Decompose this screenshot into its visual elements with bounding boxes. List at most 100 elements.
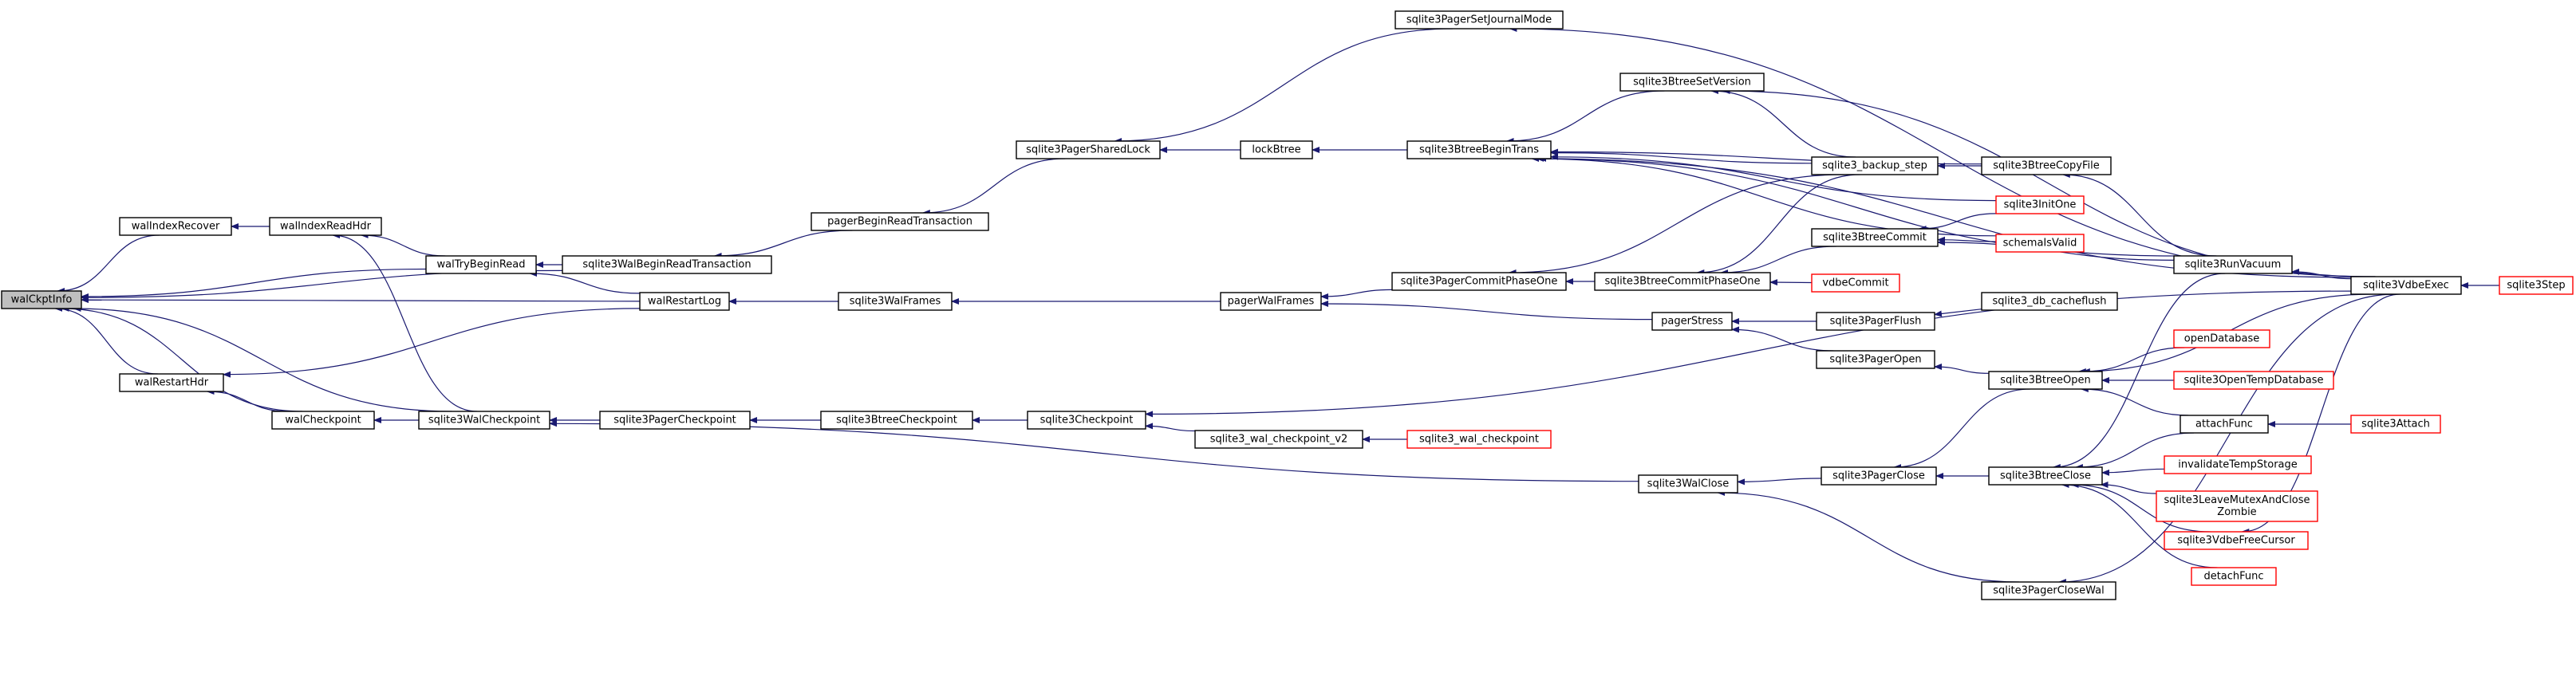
edge-walTryBeginRead-to-walIndexReadHdr (360, 232, 446, 257)
node-label-sqlite3OpenTempDatabase: sqlite3OpenTempDatabase (2183, 375, 2323, 387)
edge-walCheckpoint-to-walCkptInfo (61, 305, 303, 412)
node-sqlite3PagerSharedLock[interactable]: sqlite3PagerSharedLock (1016, 140, 1161, 159)
node-sqlite3PagerOpen[interactable]: sqlite3PagerOpen (1816, 350, 1935, 369)
node-label-sqlite3BtreeOpen: sqlite3BtreeOpen (2000, 375, 2090, 387)
edge-sqlite3RunVacuum-to-sqlite3BtreeCopyFile (2061, 171, 2217, 257)
node-schemaIsValid[interactable]: schemaIsValid (1995, 234, 2085, 253)
node-sqlite3Checkpoint[interactable]: sqlite3Checkpoint (1027, 411, 1146, 430)
node-openDatabase[interactable]: openDatabase (2173, 329, 2270, 348)
node-sqlite3BtreeBeginTrans[interactable]: sqlite3BtreeBeginTrans (1406, 140, 1552, 159)
node-label-sqlite3PagerCheckpoint: sqlite3PagerCheckpoint (613, 415, 736, 427)
node-box-sqlite3Attach (2350, 415, 2441, 434)
node-box-sqlite3RunVacuum (2173, 255, 2293, 274)
edge-sqlite3BtreeCommit-to-sqlite3BtreeCommitPhaseOne (1720, 246, 1836, 276)
node-sqlite3_db_cacheflush[interactable]: sqlite3_db_cacheflush (1981, 292, 2118, 311)
node-label-lockBtree: lockBtree (1252, 144, 1300, 156)
node-label-sqlite3PagerFlush: sqlite3PagerFlush (1830, 316, 1922, 328)
node-label-sqlite3_backup_step: sqlite3_backup_step (1822, 160, 1927, 172)
node-walIndexReadHdr[interactable]: walIndexReadHdr (269, 217, 382, 236)
node-label-sqlite3PagerSharedLock: sqlite3PagerSharedLock (1026, 144, 1150, 156)
node-label-walIndexRecover: walIndexRecover (132, 221, 220, 233)
node-walIndexRecover[interactable]: walIndexRecover (119, 217, 232, 236)
node-lockBtree[interactable]: lockBtree (1240, 140, 1313, 159)
node-label-sqlite3_db_cacheflush: sqlite3_db_cacheflush (1992, 296, 2106, 308)
node-walTryBeginRead[interactable]: walTryBeginRead (425, 255, 537, 274)
node-label-sqlite3WalBeginReadTransaction: sqlite3WalBeginReadTransaction (582, 259, 751, 271)
node-box-sqlite3VdbeExec (2350, 276, 2462, 295)
node-label-sqlite3BtreeClose: sqlite3BtreeClose (2000, 470, 2091, 482)
node-sqlite3VdbeFreeCursor[interactable]: sqlite3VdbeFreeCursor (2164, 531, 2309, 550)
edge-invalidateTempStorage-to-sqlite3BtreeClose (2101, 468, 2165, 476)
node-sqlite3PagerCloseWal[interactable]: sqlite3PagerCloseWal (1981, 581, 2116, 600)
node-invalidateTempStorage[interactable]: invalidateTempStorage (2164, 455, 2312, 474)
node-label-sqlite3RunVacuum: sqlite3RunVacuum (2185, 259, 2282, 271)
node-sqlite3_wal_checkpoint_v2[interactable]: sqlite3_wal_checkpoint_v2 (1194, 430, 1363, 449)
node-detachFunc[interactable]: detachFunc (2191, 567, 2277, 586)
node-vdbeCommit[interactable]: vdbeCommit (1811, 273, 1900, 293)
node-label-sqlite3VdbeFreeCursor: sqlite3VdbeFreeCursor (2177, 535, 2295, 547)
node-walRestartLog[interactable]: walRestartLog (639, 292, 730, 311)
node-sqlite3BtreeOpen[interactable]: sqlite3BtreeOpen (1988, 371, 2103, 390)
node-sqlite3BtreeCheckpoint[interactable]: sqlite3BtreeCheckpoint (820, 411, 973, 430)
edge-sqlite3_backup_step-to-sqlite3BtreeBeginTrans (1550, 149, 1813, 164)
node-sqlite3BtreeSetVersion[interactable]: sqlite3BtreeSetVersion (1619, 73, 1765, 92)
node-label-walRestartHdr: walRestartHdr (135, 377, 209, 389)
node-label-detachFunc: detachFunc (2203, 571, 2263, 583)
edge-sqlite3LeaveMutexAndCloseZombie-to-sqlite3BtreeClose (2100, 482, 2157, 494)
node-sqlite3Attach[interactable]: sqlite3Attach (2350, 415, 2441, 434)
node-label-sqlite3WalCheckpoint: sqlite3WalCheckpoint (428, 415, 540, 427)
node-sqlite3PagerClose[interactable]: sqlite3PagerClose (1821, 466, 1937, 486)
edge-sqlite3BtreeSetVersion-to-sqlite3BtreeBeginTrans (1505, 90, 1665, 144)
node-sqlite3BtreeCopyFile[interactable]: sqlite3BtreeCopyFile (1981, 156, 2112, 175)
node-box-sqlite3PagerCommitPhaseOne (1391, 272, 1567, 291)
node-attachFunc[interactable]: attachFunc (2180, 415, 2269, 434)
node-sqlite3OpenTempDatabase[interactable]: sqlite3OpenTempDatabase (2173, 371, 2334, 390)
edge-pagerStress-to-pagerWalFrames (1320, 301, 1653, 320)
node-box-sqlite3WalCheckpoint (418, 411, 550, 430)
edge-detachFunc-to-sqlite3BtreeClose (2061, 482, 2218, 568)
edge-vdbeCommit-to-sqlite3BtreeCommitPhaseOne (1769, 279, 1813, 286)
node-pagerBeginReadTransaction[interactable]: pagerBeginReadTransaction (811, 212, 989, 231)
node-box-schemaIsValid (1995, 234, 2085, 253)
node-sqlite3WalCheckpoint[interactable]: sqlite3WalCheckpoint (418, 411, 550, 430)
node-sqlite3VdbeExec[interactable]: sqlite3VdbeExec (2350, 276, 2462, 295)
node-box-walRestartHdr (119, 373, 224, 392)
node-walRestartHdr[interactable]: walRestartHdr (119, 373, 224, 392)
node-sqlite3BtreeClose[interactable]: sqlite3BtreeClose (1988, 466, 2103, 486)
node-box-sqlite3Checkpoint (1027, 411, 1146, 430)
node-sqlite3WalClose[interactable]: sqlite3WalClose (1638, 474, 1738, 493)
node-box-sqlite3InitOne (1995, 195, 2085, 214)
node-sqlite3InitOne[interactable]: sqlite3InitOne (1995, 195, 2085, 214)
node-box-sqlite3PagerOpen (1816, 350, 1935, 369)
node-walCheckpoint[interactable]: walCheckpoint (271, 411, 375, 430)
node-pagerStress[interactable]: pagerStress (1651, 312, 1733, 331)
node-sqlite3PagerCommitPhaseOne[interactable]: sqlite3PagerCommitPhaseOne (1391, 272, 1567, 291)
node-box-sqlite3BtreeBeginTrans (1406, 140, 1552, 159)
node-sqlite3PagerCheckpoint[interactable]: sqlite3PagerCheckpoint (599, 411, 751, 430)
edge-walRestartHdr-to-walCkptInfo (54, 305, 158, 375)
node-sqlite3WalFrames[interactable]: sqlite3WalFrames (838, 292, 953, 311)
node-sqlite3BtreeCommitPhaseOne[interactable]: sqlite3BtreeCommitPhaseOne (1594, 272, 1771, 291)
edge-walRestartLog-to-walCkptInfo (81, 297, 641, 304)
node-box-detachFunc (2191, 567, 2277, 586)
node-pagerWalFrames[interactable]: pagerWalFrames (1220, 292, 1322, 311)
node-box-sqlite3PagerCheckpoint (599, 411, 751, 430)
node-box-walIndexReadHdr (269, 217, 382, 236)
node-label-sqlite3BtreeCopyFile: sqlite3BtreeCopyFile (1993, 160, 2099, 172)
node-label-sqlite3LeaveMutexAndCloseZombie-line0: sqlite3LeaveMutexAndClose (2164, 494, 2310, 506)
node-box-lockBtree (1240, 140, 1313, 159)
node-label-walIndexReadHdr: walIndexReadHdr (280, 221, 372, 233)
node-sqlite3PagerFlush[interactable]: sqlite3PagerFlush (1816, 312, 1935, 331)
node-label-sqlite3VdbeExec: sqlite3VdbeExec (2363, 280, 2449, 292)
node-sqlite3WalBeginReadTransaction[interactable]: sqlite3WalBeginReadTransaction (562, 255, 772, 274)
node-box-walTryBeginRead (425, 255, 537, 274)
node-sqlite3PagerSetJournalMode[interactable]: sqlite3PagerSetJournalMode (1395, 10, 1564, 29)
node-sqlite3Step[interactable]: sqlite3Step (2499, 276, 2574, 295)
node-sqlite3RunVacuum[interactable]: sqlite3RunVacuum (2173, 255, 2293, 274)
node-sqlite3_backup_step[interactable]: sqlite3_backup_step (1811, 156, 1939, 175)
node-sqlite3_wal_checkpoint[interactable]: sqlite3_wal_checkpoint (1406, 430, 1552, 449)
node-label-sqlite3PagerCommitPhaseOne: sqlite3PagerCommitPhaseOne (1401, 276, 1558, 288)
node-sqlite3BtreeCommit[interactable]: sqlite3BtreeCommit (1811, 228, 1939, 247)
node-box-sqlite3WalClose (1638, 474, 1738, 493)
